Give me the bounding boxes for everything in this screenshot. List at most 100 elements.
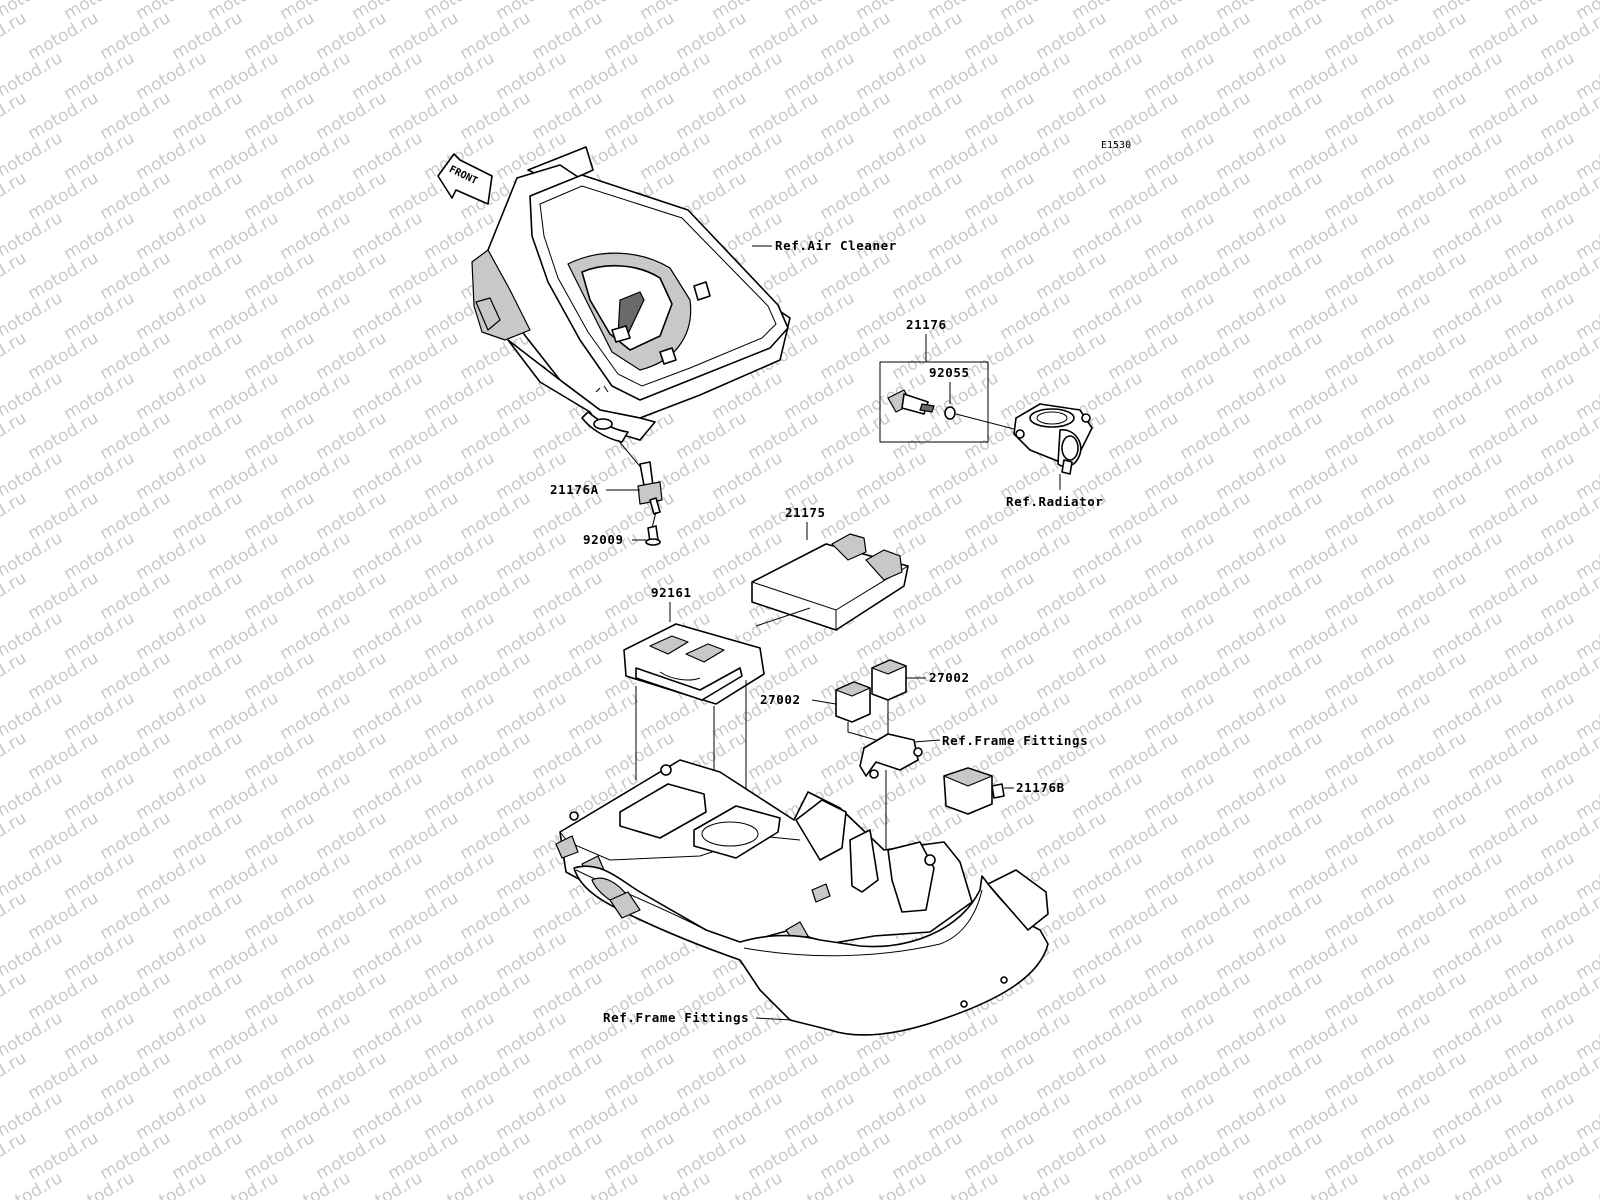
watermark-text: motod.ru bbox=[1501, 448, 1579, 504]
watermark-text: motod.ru bbox=[1465, 408, 1543, 464]
watermark-text: motod.ru bbox=[1141, 848, 1219, 904]
label-27002-right: 27002 bbox=[929, 670, 970, 685]
watermark-text: motod.ru bbox=[817, 88, 895, 144]
watermark-text: motod.ru bbox=[529, 88, 607, 144]
watermark-text: motod.ru bbox=[1393, 888, 1471, 944]
watermark-text: motod.ru bbox=[961, 328, 1039, 384]
watermark-text: motod.ru bbox=[277, 1008, 355, 1064]
watermark-text: motod.ru bbox=[1249, 168, 1327, 224]
watermark-text: motod.ru bbox=[277, 208, 355, 264]
watermark-text: motod.ru bbox=[1105, 728, 1183, 784]
watermark-text: motod.ru bbox=[1429, 848, 1507, 904]
watermark-text: motod.ru bbox=[925, 128, 1003, 184]
watermark-text: motod.ru bbox=[565, 928, 643, 984]
watermark-text: motod.ru bbox=[25, 808, 103, 864]
watermark-text: motod.ru bbox=[349, 608, 427, 664]
watermark-text: motod.ru bbox=[961, 1048, 1039, 1104]
watermark-text: motod.ru bbox=[349, 448, 427, 504]
watermark-text: motod.ru bbox=[97, 8, 175, 64]
watermark-text: motod.ru bbox=[1465, 728, 1543, 784]
watermark-text: motod.ru bbox=[1069, 528, 1147, 584]
watermark-text: motod.ru bbox=[421, 368, 499, 424]
watermark-text: motod.ru bbox=[529, 648, 607, 704]
watermark-text: motod.ru bbox=[1321, 248, 1399, 304]
watermark-text: motod.ru bbox=[817, 408, 895, 464]
watermark-text: motod.ru bbox=[421, 1008, 499, 1064]
watermark-text: motod.ru bbox=[961, 808, 1039, 864]
watermark-text: motod.ru bbox=[349, 768, 427, 824]
watermark-text: motod.ru bbox=[745, 88, 823, 144]
watermark-text: motod.ru bbox=[1321, 88, 1399, 144]
watermark-text: motod.ru bbox=[169, 488, 247, 544]
watermark-text: motod.ru bbox=[61, 1008, 139, 1064]
watermark-text: motod.ru bbox=[385, 648, 463, 704]
watermark-text: motod.ru bbox=[241, 408, 319, 464]
watermark-text: motod.ru bbox=[61, 448, 139, 504]
watermark-text: motod.ru bbox=[25, 248, 103, 304]
label-ref-frame-fittings-upper: Ref.Frame Fittings bbox=[942, 733, 1088, 748]
watermark-text: motod.ru bbox=[0, 1128, 30, 1184]
watermark-text: motod.ru bbox=[1429, 1088, 1507, 1144]
watermark-text: motod.ru bbox=[61, 688, 139, 744]
watermark-text: motod.ru bbox=[1429, 288, 1507, 344]
watermark-text: motod.ru bbox=[205, 48, 283, 104]
watermark-text: motod.ru bbox=[1465, 8, 1543, 64]
watermark-text: motod.ru bbox=[1393, 328, 1471, 384]
watermark-text: motod.ru bbox=[1177, 8, 1255, 64]
watermark-text: motod.ru bbox=[1141, 928, 1219, 984]
watermark-text: motod.ru bbox=[421, 608, 499, 664]
watermark-text: motod.ru bbox=[1033, 328, 1111, 384]
watermark-text: motod.ru bbox=[313, 168, 391, 224]
watermark-text: motod.ru bbox=[1465, 568, 1543, 624]
watermark-text: motod.ru bbox=[385, 728, 463, 784]
watermark-text: motod.ru bbox=[1213, 528, 1291, 584]
watermark-text: motod.ru bbox=[313, 968, 391, 1024]
watermark-text: motod.ru bbox=[97, 568, 175, 624]
watermark-text: motod.ru bbox=[241, 808, 319, 864]
watermark-text: motod.ru bbox=[313, 1048, 391, 1104]
watermark-text: motod.ru bbox=[889, 88, 967, 144]
watermark-text: motod.ru bbox=[205, 928, 283, 984]
watermark-text: motod.ru bbox=[169, 328, 247, 384]
watermark-text: motod.ru bbox=[1141, 1088, 1219, 1144]
watermark-text: motod.ru bbox=[277, 448, 355, 504]
watermark-text: motod.ru bbox=[673, 488, 751, 544]
watermark-text: motod.ru bbox=[1321, 648, 1399, 704]
watermark-text: motod.ru bbox=[493, 608, 571, 664]
watermark-text: motod.ru bbox=[1501, 528, 1579, 584]
watermark-text: motod.ru bbox=[637, 48, 715, 104]
watermark-text: motod.ru bbox=[997, 528, 1075, 584]
watermark-text: motod.ru bbox=[1249, 728, 1327, 784]
watermark-text: motod.ru bbox=[457, 808, 535, 864]
watermark-text: motod.ru bbox=[169, 248, 247, 304]
watermark-text: motod.ru bbox=[133, 48, 211, 104]
watermark-text: motod.ru bbox=[1321, 808, 1399, 864]
watermark-text: motod.ru bbox=[1285, 928, 1363, 984]
watermark-text: motod.ru bbox=[1177, 568, 1255, 624]
watermark-text: motod.ru bbox=[0, 88, 30, 144]
watermark-text: motod.ru bbox=[1393, 648, 1471, 704]
label-21176A: 21176A bbox=[550, 482, 599, 497]
watermark-text: motod.ru bbox=[493, 1008, 571, 1064]
watermark-text: motod.ru bbox=[1321, 1128, 1399, 1184]
watermark-text: motod.ru bbox=[1105, 488, 1183, 544]
watermark-text: motod.ru bbox=[457, 648, 535, 704]
watermark-text: motod.ru bbox=[61, 208, 139, 264]
watermark-text: motod.ru bbox=[637, 1088, 715, 1144]
watermark-text: motod.ru bbox=[97, 168, 175, 224]
watermark-text: motod.ru bbox=[205, 1088, 283, 1144]
label-ref-frame-fittings-lower: Ref.Frame Fittings bbox=[603, 1010, 749, 1025]
watermark-text: motod.ru bbox=[1213, 1008, 1291, 1064]
air-cleaner-housing bbox=[471, 146, 791, 443]
watermark-text: motod.ru bbox=[133, 128, 211, 184]
watermark-text: motod.ru bbox=[781, 368, 859, 424]
watermark-text: motod.ru bbox=[1285, 128, 1363, 184]
watermark-text: motod.ru bbox=[1177, 408, 1255, 464]
watermark-text: motod.ru bbox=[1177, 328, 1255, 384]
watermark-text: motod.ru bbox=[745, 728, 823, 784]
watermark-text: motod.ru bbox=[385, 408, 463, 464]
watermark-text: motod.ru bbox=[817, 248, 895, 304]
watermark-text: motod.ru bbox=[925, 528, 1003, 584]
watermark-text: motod.ru bbox=[925, 208, 1003, 264]
